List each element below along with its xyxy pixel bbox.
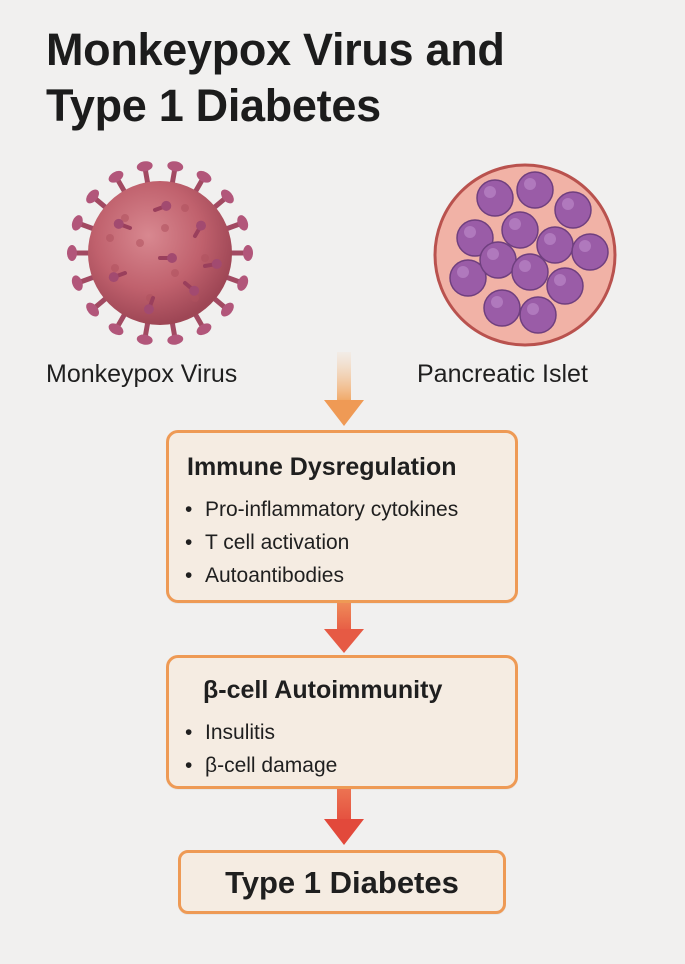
bullet-text: T cell activation bbox=[205, 531, 350, 554]
list-item: • Pro-inflammatory cytokines bbox=[185, 493, 458, 526]
pancreatic-islet-icon bbox=[433, 163, 617, 347]
immune-dysregulation-box: Immune Dysregulation • Pro-inflammatory c… bbox=[166, 430, 518, 603]
bullet-text: Autoantibodies bbox=[205, 564, 344, 587]
bullet-list: • Insulitis • β-cell damage bbox=[185, 716, 337, 782]
bullet-icon: • bbox=[185, 754, 193, 777]
list-item: • Insulitis bbox=[185, 716, 337, 749]
title-line-2: Type 1 Diabetes bbox=[46, 80, 381, 131]
bullet-text: Pro-inflammatory cytokines bbox=[205, 498, 459, 521]
bullet-icon: • bbox=[185, 531, 193, 554]
list-item: • β-cell damage bbox=[185, 749, 337, 782]
arrow-down-icon bbox=[324, 352, 364, 426]
islet-caption: Pancreatic Islet bbox=[417, 360, 588, 388]
box-title: Type 1 Diabetes bbox=[225, 865, 459, 900]
virus-caption: Monkeypox Virus bbox=[46, 360, 238, 388]
box-title: Immune Dysregulation bbox=[187, 453, 457, 481]
bullet-icon: • bbox=[185, 498, 193, 521]
page-title: Monkeypox Virus and Type 1 Diabetes bbox=[46, 22, 505, 134]
title-line-1: Monkeypox Virus and bbox=[46, 24, 505, 75]
virus-icon bbox=[67, 161, 253, 345]
bullet-icon: • bbox=[185, 721, 193, 744]
bullet-list: • Pro-inflammatory cytokines • T cell acti… bbox=[185, 493, 458, 592]
bullet-text: Insulitis bbox=[205, 721, 276, 744]
arrow-down-icon bbox=[324, 603, 364, 653]
bullet-icon: • bbox=[185, 564, 193, 587]
beta-cell-autoimmunity-box: β-cell Autoimmunity • Insulitis • β-cell d… bbox=[166, 655, 518, 789]
box-title: β-cell Autoimmunity bbox=[203, 676, 443, 704]
arrow-down-icon bbox=[324, 789, 364, 845]
type-1-diabetes-box: Type 1 Diabetes bbox=[178, 850, 506, 914]
list-item: • Autoantibodies bbox=[185, 559, 458, 592]
bullet-text: β-cell damage bbox=[205, 754, 338, 777]
list-item: • T cell activation bbox=[185, 526, 458, 559]
